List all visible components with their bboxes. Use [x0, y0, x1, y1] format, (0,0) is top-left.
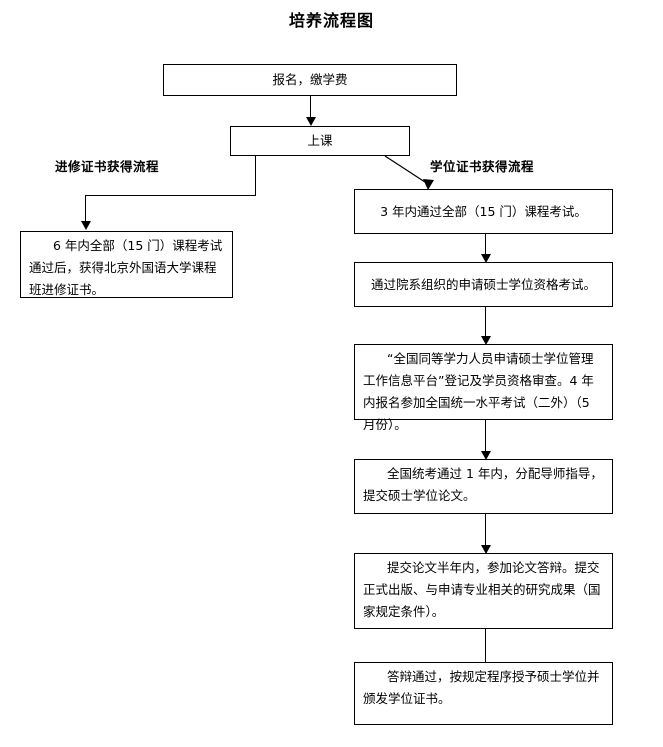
- node-right-3-label: “全国同等学力人员申请硕士学位管理工作信息平台”登记及学员资格审查。4 年内报名…: [363, 351, 594, 432]
- page-title: 培养流程图: [288, 11, 374, 30]
- connector-start-to-class: [310, 96, 311, 118]
- node-right-4: 全国统考通过 1 年内，分配导师指导，提交硕士学位论文。: [354, 459, 613, 514]
- connector-right-1-to-2: [485, 234, 486, 256]
- connector-class-to-left-horizontal: [85, 195, 256, 196]
- arrow-down-icon-to-left-result: [81, 221, 91, 230]
- arrow-down-icon-right-4-to-5: [481, 545, 491, 554]
- node-start-label: 报名，缴学费: [272, 72, 348, 87]
- label-left-branch: 进修证书获得流程: [55, 159, 160, 174]
- node-right-4-label: 全国统考通过 1 年内，分配导师指导，提交硕士学位论文。: [363, 466, 603, 503]
- node-right-6: 答辩通过，按规定程序授予硕士学位并颁发学位证书。: [354, 662, 613, 725]
- arrow-down-icon-right-2-to-3: [481, 336, 491, 345]
- node-class-label: 上课: [307, 133, 333, 148]
- arrow-down-icon-start-to-class: [306, 117, 316, 126]
- node-left-result-label: 6 年内全部（15 门）课程考试通过后，获得北京外国语大学课程班进修证书。: [29, 238, 223, 297]
- connector-right-2-to-3: [485, 307, 486, 338]
- node-right-2-label: 通过院系组织的申请硕士学位资格考试。: [370, 276, 596, 292]
- node-right-2: 通过院系组织的申请硕士学位资格考试。: [354, 262, 613, 307]
- node-right-5-label: 提交论文半年内，参加论文答辩。提交正式出版、与申请专业相关的研究成果（国家规定条…: [363, 560, 601, 619]
- node-start: 报名，缴学费: [163, 64, 457, 96]
- connector-class-to-left-vertical: [255, 156, 256, 196]
- connector-right-5-to-6: [485, 629, 486, 666]
- node-right-1-label: 3 年内通过全部（15 门）课程考试。: [380, 203, 587, 219]
- arrow-down-icon-right-1-to-2: [481, 254, 491, 263]
- node-right-5: 提交论文半年内，参加论文答辩。提交正式出版、与申请专业相关的研究成果（国家规定条…: [354, 553, 613, 629]
- node-right-3: “全国同等学力人员申请硕士学位管理工作信息平台”登记及学员资格审查。4 年内报名…: [354, 344, 613, 432]
- connector-left-drop: [85, 195, 86, 223]
- node-class: 上课: [230, 126, 410, 156]
- node-right-1: 3 年内通过全部（15 门）课程考试。: [354, 189, 613, 234]
- arrow-down-icon-right-3-to-4: [481, 451, 491, 460]
- node-right-6-label: 答辩通过，按规定程序授予硕士学位并颁发学位证书。: [363, 669, 600, 706]
- connector-right-4-to-5: [485, 514, 486, 547]
- node-left-result: 6 年内全部（15 门）课程考试通过后，获得北京外国语大学课程班进修证书。: [20, 231, 233, 298]
- connector-right-3-to-4: [485, 420, 486, 453]
- label-right-branch: 学位证书获得流程: [430, 159, 535, 174]
